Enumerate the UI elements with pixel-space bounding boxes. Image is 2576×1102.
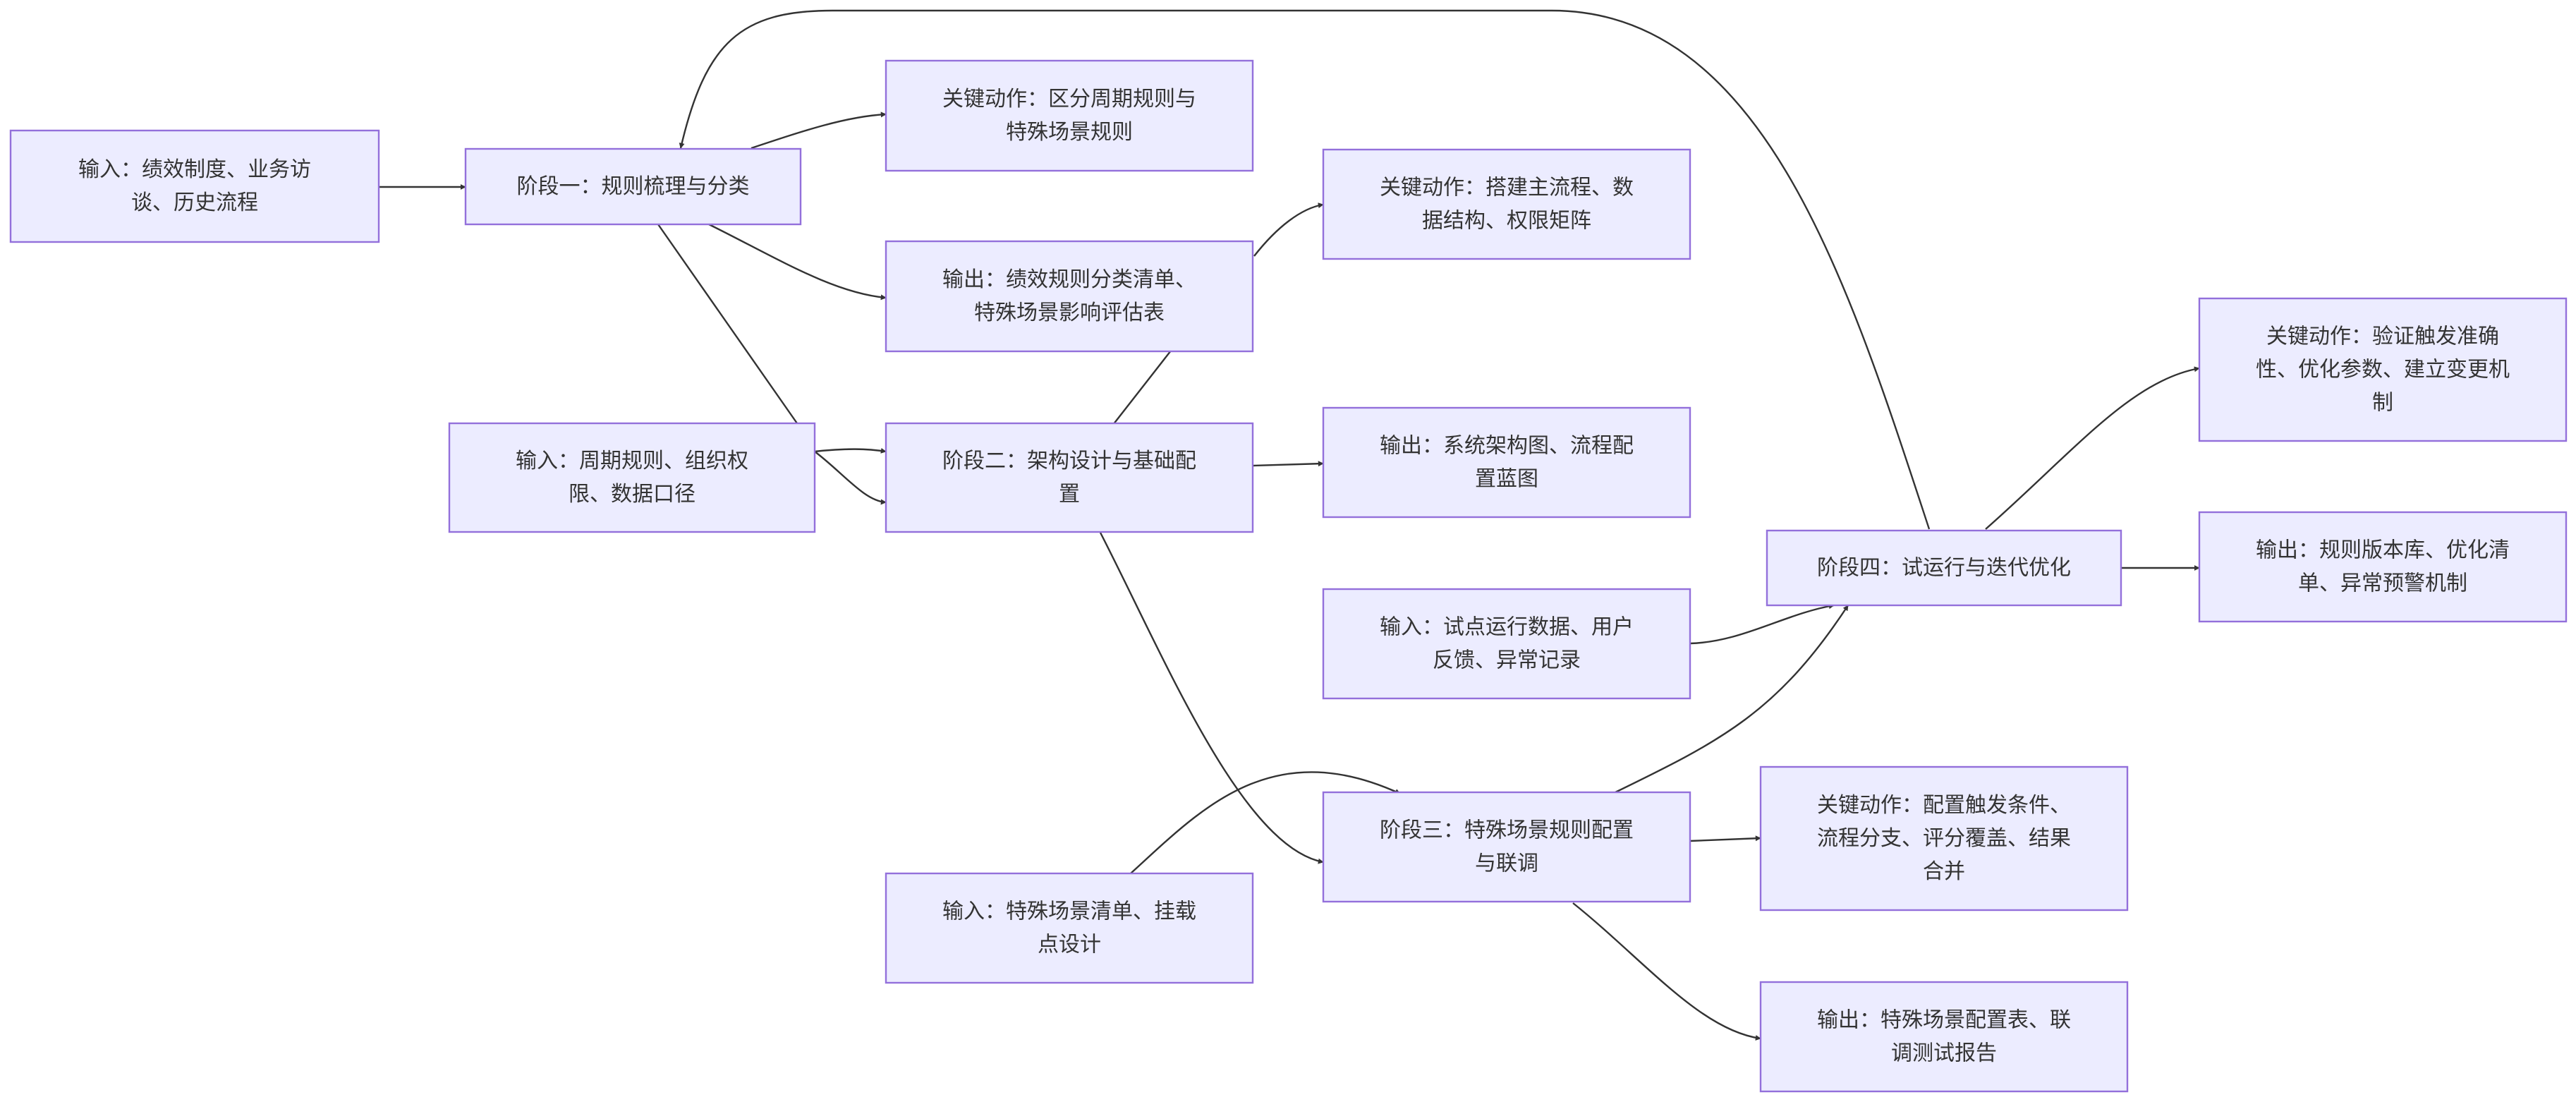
action-node-3-box (1759, 765, 2129, 912)
action-node-4-label-line-3: 制 (2372, 391, 2393, 416)
input-node-3-label-line-1: 输入：特殊场景清单、挂载 (942, 900, 1196, 924)
action-node-1-label-line-1: 关键动作：区分周期规则与 (942, 87, 1196, 111)
edge-stage1-to-action1 (751, 111, 887, 150)
action-node-1-box (885, 59, 1254, 172)
action-node-4-label-line-2: 性、优化参数、建立变更机 (2256, 358, 2510, 382)
edge-stage2-to-stage3 (1099, 532, 1324, 864)
action-node-1-label-line-2: 特殊场景规则 (1006, 120, 1133, 145)
edge-stage3-to-action3 (1689, 835, 1761, 842)
output-node-3-label-line-2: 调测试报告 (1891, 1041, 1997, 1066)
action-node-2-label-line-1: 关键动作：搭建主流程、数 (1380, 176, 1634, 200)
stage-node-2-label-line-2: 置 (1059, 482, 1080, 507)
edge-stage4-to-action4 (1985, 366, 2200, 530)
action-node-3-label-line-1: 关键动作：配置触发条件、 (1817, 793, 2071, 818)
edge-stage4-to-stage1-loop (679, 9, 1931, 530)
input-node-3-label-line-2: 点设计 (1038, 933, 1101, 957)
edge-input4-to-stage4 (1689, 603, 1835, 645)
stage-node-1-label-line-1: 阶段一：规则梳理与分类 (517, 174, 750, 199)
edges (379, 9, 2200, 1041)
edge-stage3-to-stage4 (1615, 605, 1849, 794)
stage-node-3-label-line-1: 阶段三：特殊场景规则配置 (1380, 818, 1634, 843)
action-node-4-label-line-1: 关键动作：验证触发准确 (2266, 325, 2499, 349)
stage-node-2-label-line-1: 阶段二：架构设计与基础配 (942, 449, 1196, 473)
input-node-1-label-line-2: 谈、历史流程 (131, 190, 258, 215)
output-node-3-box (1759, 981, 2129, 1093)
output-node-1-box (885, 240, 1254, 353)
input-node-2-label-line-2: 限、数据口径 (569, 482, 695, 507)
action-node-3-label-line-3: 合并 (1923, 859, 1965, 884)
output-node-3-label-line-1: 输出：特殊场景配置表、联 (1817, 1008, 2071, 1033)
input-node-3-box (885, 872, 1254, 984)
output-node-4-label-line-1: 输出：规则版本库、优化清 (2256, 538, 2510, 563)
edge-stage3-to-output3 (1572, 902, 1761, 1041)
input-node-1-box (9, 129, 380, 243)
stage-node-4-box (1766, 529, 2122, 607)
stage-node-3-box (1322, 791, 1691, 903)
output-node-4-box (2198, 511, 2568, 623)
output-node-1-label-line-2: 特殊场景影响评估表 (974, 301, 1165, 325)
output-node-4-label-line-2: 单、异常预警机制 (2298, 571, 2467, 596)
stage-node-1-box (464, 147, 802, 226)
output-node-1-label-line-1: 输出：绩效规则分类清单、 (942, 267, 1196, 292)
input-node-1-label-line-1: 输入：绩效制度、业务访 (78, 157, 311, 182)
output-node-2-label-line-1: 输出：系统架构图、流程配 (1380, 434, 1634, 459)
edge-stage1-to-output1 (708, 223, 887, 301)
stage-node-4-label-line-1: 阶段四：试运行与迭代优化 (1817, 556, 2071, 581)
input-node-2-label-line-1: 输入：周期规则、组织权 (516, 449, 748, 473)
edge-input2-to-stage2-b (814, 451, 887, 505)
output-node-2-label-line-2: 置蓝图 (1475, 467, 1538, 492)
action-node-2-box (1322, 148, 1691, 260)
input-node-4-label-line-1: 输入：试点运行数据、用户 (1380, 615, 1634, 640)
edge-input3-to-stage3 (1130, 771, 1401, 874)
input-node-4-box (1322, 588, 1691, 700)
edge-input2-to-stage2-a (814, 447, 887, 454)
action-node-4-box (2198, 297, 2568, 442)
edge-stage2-to-output2 (1252, 461, 1324, 467)
output-node-2-box (1322, 406, 1691, 519)
stage-node-3-label-line-2: 与联调 (1475, 852, 1538, 876)
input-node-2-box (448, 422, 816, 533)
input-node-4-label-line-2: 反馈、异常记录 (1433, 648, 1581, 673)
stage-node-2-box (885, 422, 1254, 533)
edge-stage2-to-action2 (1112, 205, 1323, 425)
stage-node-4: 阶段四：试运行与迭代优化 (1766, 529, 2122, 607)
output-node-1: 输出：绩效规则分类清单、特殊场景影响评估表 (885, 240, 1254, 353)
action-node-2-label-line-2: 据结构、权限矩阵 (1422, 209, 1591, 234)
edge-stage1-to-stage2 (657, 224, 798, 424)
action-node-3-label-line-2: 流程分支、评分覆盖、结果 (1817, 826, 2071, 851)
stage-node-1: 阶段一：规则梳理与分类 (464, 147, 802, 226)
